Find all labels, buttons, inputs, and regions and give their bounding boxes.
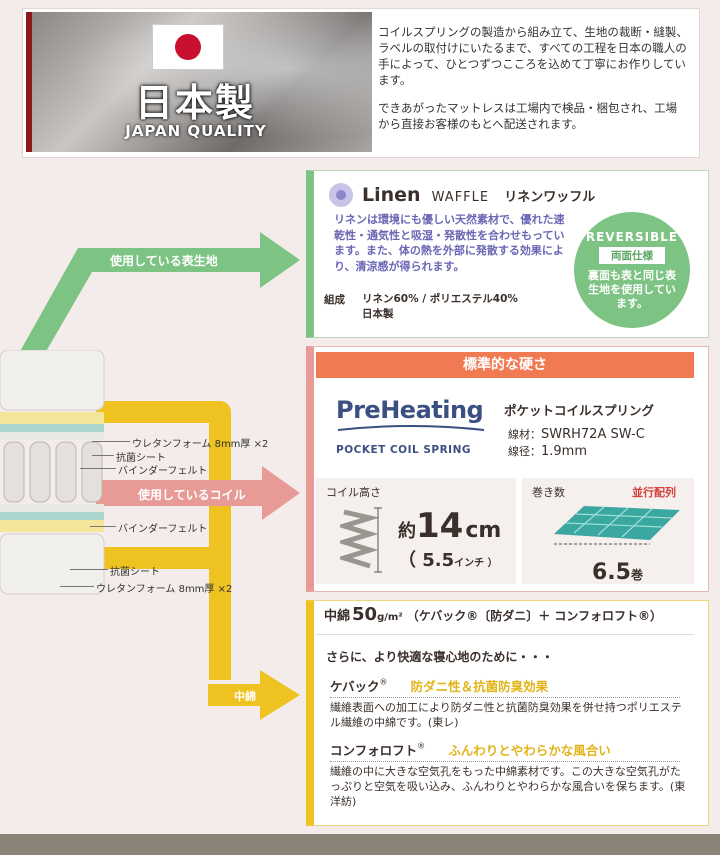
layer-label-antibac-top: 抗菌シート — [116, 453, 166, 464]
linen-title: Linen WAFFLE リネンワッフル — [362, 184, 595, 206]
turns-unit: 巻 — [630, 568, 643, 582]
turns-label: 巻き数 — [532, 486, 565, 499]
intro-paragraph-1: コイルスプリングの製造から組み立て、生地の裁断・縫製、ラベルの取付けにいたるまで… — [378, 25, 688, 87]
coil-spring-icon — [340, 507, 382, 573]
linen-comp: リネン60% / ポリエステル40% 日本製 — [362, 292, 518, 322]
height-inch: （ 5.5 — [398, 550, 455, 571]
wire-spec: 線材：SWRH72A SW-C — [508, 426, 645, 442]
item1-heading: ケバック® 防ダニ性＆抗菌防臭効果 — [330, 676, 680, 698]
japan-quality-label: JAPAN QUALITY — [125, 122, 267, 140]
height-number: 14 — [416, 506, 464, 546]
reversible-title: REVERSIBLE — [585, 230, 679, 244]
reversible-sub: 両面仕様 — [599, 247, 665, 264]
layer-label-urethane-bottom: ウレタンフォーム 8mm厚 ×2 — [96, 584, 233, 595]
intro-paragraph-2: できあがったマットレスは工場内で検品・梱包され、工場から直接お客様のもとへ配送さ… — [378, 101, 678, 131]
coil-arrow — [96, 466, 300, 520]
intro-text: コイルスプリングの製造から組み立て、生地の裁断・縫製、ラベルの取付けにいたるまで… — [378, 24, 688, 144]
preheating-logo: PreHeating — [336, 396, 484, 424]
coil-height-inch-wrap: （ 5.5インチ ） — [398, 546, 498, 572]
padding-arrow — [208, 670, 300, 720]
mattress-cross-section — [0, 350, 105, 595]
linen-jp-name: リネンワッフル — [504, 190, 596, 205]
item2-heading: コンフォロフト® ふんわりとやわらかな風合い — [330, 740, 680, 762]
padding-title-num: 50 — [352, 604, 378, 625]
layer-label-binder-bottom: バインダーフェルト — [118, 524, 208, 535]
height-unit: cm — [465, 518, 502, 543]
padding-arrow-label: 中綿 — [234, 690, 256, 703]
item2-tag: ふんわりとやわらかな風合い — [448, 743, 611, 758]
coil-height-box — [316, 478, 516, 584]
logo-swoosh-icon — [337, 425, 485, 431]
reversible-badge: REVERSIBLE 両面仕様 裏面も表と同じ表生地を使用しています。 — [574, 212, 690, 328]
padding-title-prefix: 中綿 — [324, 609, 351, 624]
layer-label-binder-top: バインダーフェルト — [118, 466, 208, 477]
linen-sub: WAFFLE — [431, 190, 490, 205]
made-in-japan-title: 日本製 — [134, 81, 255, 125]
coil-height-label: コイル高さ — [326, 486, 381, 499]
linen-brand: Linen — [362, 184, 421, 206]
flow-arrows — [18, 232, 300, 720]
wire-label: 線材： — [508, 428, 541, 441]
item1-desc: 繊維表面への加工により防ダニ性と抗菌防臭効果を併せ持つポリエステル繊維の中綿です… — [330, 701, 682, 729]
arrangement-label: 並行配列 — [632, 486, 676, 499]
linen-flower-icon — [329, 183, 353, 207]
coil-path — [96, 401, 231, 680]
coil-height-value-wrap: 約14cm — [398, 506, 501, 546]
padding-title-unit: g/m² — [377, 612, 403, 623]
coil-type: ポケットコイルスプリング — [504, 403, 655, 418]
layer-label-antibac-bottom: 抗菌シート — [110, 567, 160, 578]
item1-name: ケバック — [330, 679, 380, 694]
linen-comp-value: リネン60% / ポリエステル40% — [362, 293, 518, 305]
firmness-header: 標準的な硬さ — [316, 352, 694, 378]
turns-number: 6.5 — [592, 560, 631, 585]
item1-reg: ® — [379, 677, 388, 687]
diameter-value: 1.9mm — [541, 444, 588, 459]
preheating-logo-sub: POCKET COIL SPRING — [336, 444, 471, 456]
height-inch-unit: インチ ） — [454, 558, 498, 569]
wire-value: SWRH72A SW-C — [541, 427, 645, 442]
layer-label-urethane-top: ウレタンフォーム 8mm厚 ×2 — [132, 439, 269, 450]
bottom-bar — [0, 834, 720, 855]
linen-origin: 日本製 — [362, 308, 394, 320]
fabric-arrow — [18, 232, 300, 355]
reversible-text: 裏面も表と同じ表生地を使用しています。 — [588, 269, 676, 310]
fabric-arrow-label: 使用している表生地 — [110, 254, 218, 268]
padding-panel — [306, 600, 709, 826]
item2-name: コンフォロフト — [330, 743, 418, 758]
linen-description: リネンは環境にも優しい天然素材で、優れた速乾性・通気性と吸湿・発散性を合わせもっ… — [334, 213, 565, 273]
japan-flag-icon — [152, 24, 224, 70]
coil-array-icon — [554, 506, 680, 545]
diameter-label: 線径： — [508, 445, 541, 458]
coil-arrow-label: 使用しているコイル — [138, 488, 246, 502]
linen-comp-label: 組成 — [324, 294, 345, 306]
height-prefix: 約 — [398, 521, 416, 542]
item2-reg: ® — [417, 741, 426, 751]
diameter-spec: 線径：1.9mm — [508, 443, 587, 459]
padding-title-rest: （ケバック®〔防ダニ〕＋ コンフォロフト®） — [406, 609, 663, 623]
item1-tag: 防ダニ性＆抗菌防臭効果 — [410, 679, 549, 694]
padding-lead: さらに、より快適な寝心地のために・・・ — [326, 650, 554, 664]
item2-desc: 繊維の中に大きな空気孔をもった中綿素材です。この大きな空気孔がたっぷりと空気を吸… — [330, 765, 686, 808]
turns-value-wrap: 6.5巻 — [592, 560, 643, 585]
